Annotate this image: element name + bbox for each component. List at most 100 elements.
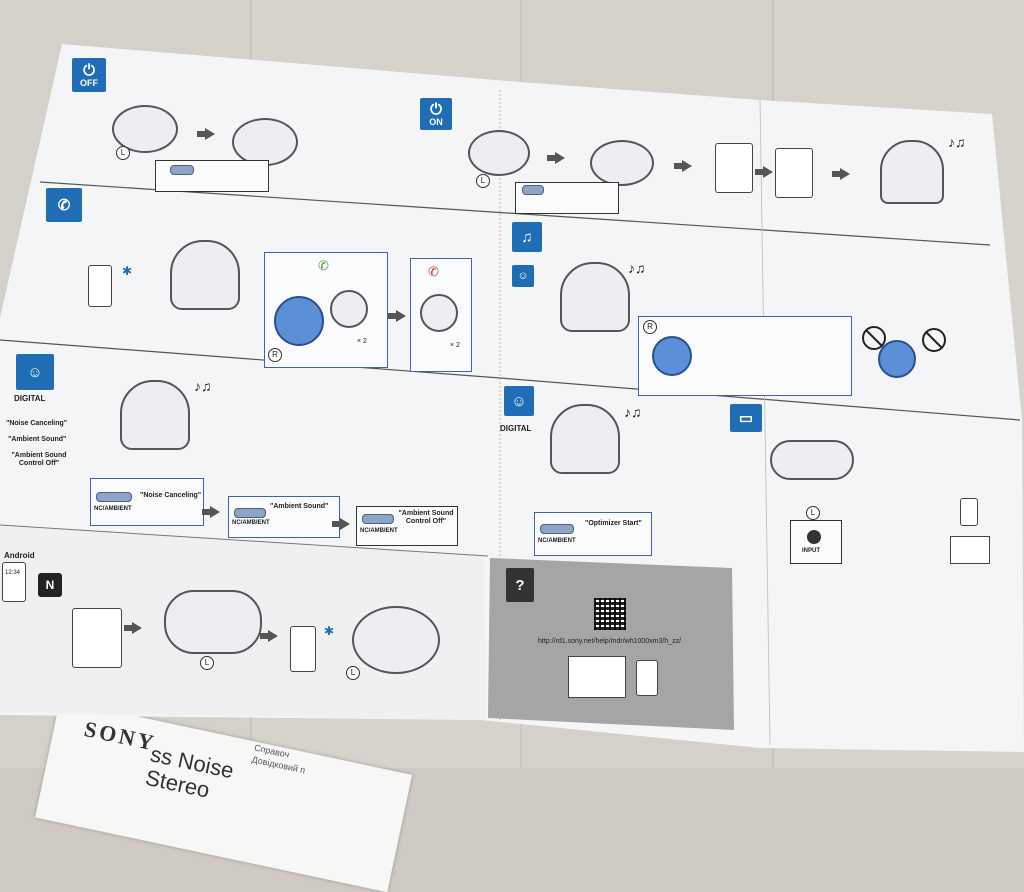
arrow-right-icon (388, 310, 406, 322)
paired-phone (290, 626, 316, 672)
noise-canceling-badge: ☺ (16, 354, 54, 390)
person-headphones-nc (120, 380, 190, 450)
nc-ambient-label: NC/AMBIENT (360, 528, 398, 534)
digital-nc-label: DIGITAL (500, 424, 532, 433)
quick-attention-panel (638, 316, 852, 396)
touch-sensor-panel (652, 336, 692, 376)
optimizer-start-text: "Optimizer Start" (585, 520, 642, 527)
phone-screen-2 (775, 148, 813, 198)
answer-call-icon: ✆ (318, 258, 329, 273)
arrow-right-icon (547, 152, 565, 164)
nc-ambient-label: NC/AMBIENT (94, 506, 132, 512)
tap-count-answer: × 2 (357, 338, 367, 345)
person-icon: ☺ (517, 269, 529, 282)
headphone-cup-on-1 (468, 130, 530, 176)
arrow-right-icon (755, 166, 773, 178)
tap-count-end: × 2 (450, 342, 460, 349)
nc-button-pill (234, 508, 266, 518)
power-on-button-diagram (515, 182, 619, 214)
person-icon: ☺ (511, 392, 527, 410)
headphone-cup-off-2 (232, 118, 298, 166)
headphones-nfc-touch (164, 590, 262, 654)
input-label: INPUT (802, 548, 820, 554)
headphone-cup-on-2 (590, 140, 654, 186)
mode-noise-canceling: "Noise Canceling" (6, 420, 68, 427)
smartphone (88, 265, 112, 307)
touch-sensor-panel (274, 296, 324, 346)
left-mark: L (346, 666, 360, 680)
left-mark: L (116, 146, 130, 160)
right-mark: R (268, 348, 282, 362)
audio-jack-icon (807, 530, 821, 544)
nc-step-1-text: "Noise Canceling" (140, 492, 202, 499)
mode-ambient-off: "Ambient Sound Control Off" (11, 452, 67, 467)
cable-badge: ▭ (730, 404, 762, 432)
power-icon: ⏻ (83, 61, 95, 79)
person-speak-badge: ☺ (512, 265, 534, 287)
power-icon: ⏻ (430, 100, 442, 118)
prohibited-icon (922, 328, 946, 352)
headphones-side-view (770, 440, 854, 480)
arrow-right-icon (124, 622, 142, 634)
android-title: Android (4, 551, 35, 560)
help-phone (636, 660, 658, 696)
mode-ambient-sound: "Ambient Sound" (8, 436, 67, 443)
power-off-badge: ⏻ OFF (72, 58, 106, 92)
nc-step-1 (90, 478, 204, 526)
music-note-icon: ♪♫ (628, 260, 646, 276)
left-mark: L (476, 174, 490, 188)
headphone-tap (330, 290, 368, 328)
laptop-device (950, 536, 990, 564)
person-headphones-optimizer (550, 404, 620, 474)
nc-button-pill (540, 524, 574, 534)
headphone-tap-end (420, 294, 458, 332)
digital-nc-label: DIGITAL (14, 394, 46, 403)
right-mark: R (643, 320, 657, 334)
power-on-badge: ⏻ ON (420, 98, 452, 130)
laptop-icon: ▭ (738, 409, 754, 427)
left-mark: L (806, 506, 820, 520)
left-mark: L (200, 656, 214, 670)
power-button-pill (522, 185, 544, 195)
nc-step-2 (228, 496, 340, 538)
help-laptop (568, 656, 626, 698)
call-badge: ✆ (46, 188, 82, 222)
nfc-settings-phone (72, 608, 122, 668)
arrow-right-icon (197, 128, 215, 140)
optimizer-badge: ☺ (504, 386, 534, 416)
nc-step-3 (356, 506, 458, 546)
nfc-icon: N (38, 573, 62, 597)
prohibited-icon (862, 326, 886, 350)
person-wearing-headphones (880, 140, 944, 204)
music-note-icon: ♪♫ (948, 134, 966, 150)
clock-text: 12:34 (5, 570, 21, 576)
nc-button-pill (362, 514, 394, 524)
headphone-cup-off-1 (112, 105, 178, 153)
arrow-right-icon (674, 160, 692, 172)
person-headphones-quick-attention (560, 262, 630, 332)
arrow-right-icon (202, 506, 220, 518)
nc-ambient-label: NC/AMBIENT (232, 520, 270, 526)
android-phone (2, 562, 26, 602)
bluetooth-icon: ✱ (122, 264, 133, 278)
nc-ambient-label: NC/AMBIENT (538, 538, 576, 544)
music-icon: ♫ (521, 228, 533, 246)
optimizer-step (534, 512, 652, 556)
phone-device (960, 498, 978, 526)
headphone-cup-paired (352, 606, 440, 674)
help-icon: ? (515, 576, 525, 594)
arrow-right-icon (260, 630, 278, 642)
help-url[interactable]: http://rd1.sony.net/help/mdr/wh1000xm3/h… (538, 638, 682, 645)
music-note-icon: ♪♫ (624, 404, 642, 420)
phone-screen-1 (715, 143, 753, 193)
music-call-badge: ♫ (512, 222, 542, 252)
end-call-icon: ✆ (428, 264, 439, 279)
nc-step-2-text: "Ambient Sound" (270, 503, 329, 510)
qr-code (594, 598, 626, 630)
person-headphones-call (170, 240, 240, 310)
bluetooth-icon: ✱ (324, 624, 335, 638)
help-badge: ? (506, 568, 534, 602)
person-icon: ☺ (27, 363, 43, 381)
power-button-pill (170, 165, 194, 175)
nc-button-pill (96, 492, 132, 502)
